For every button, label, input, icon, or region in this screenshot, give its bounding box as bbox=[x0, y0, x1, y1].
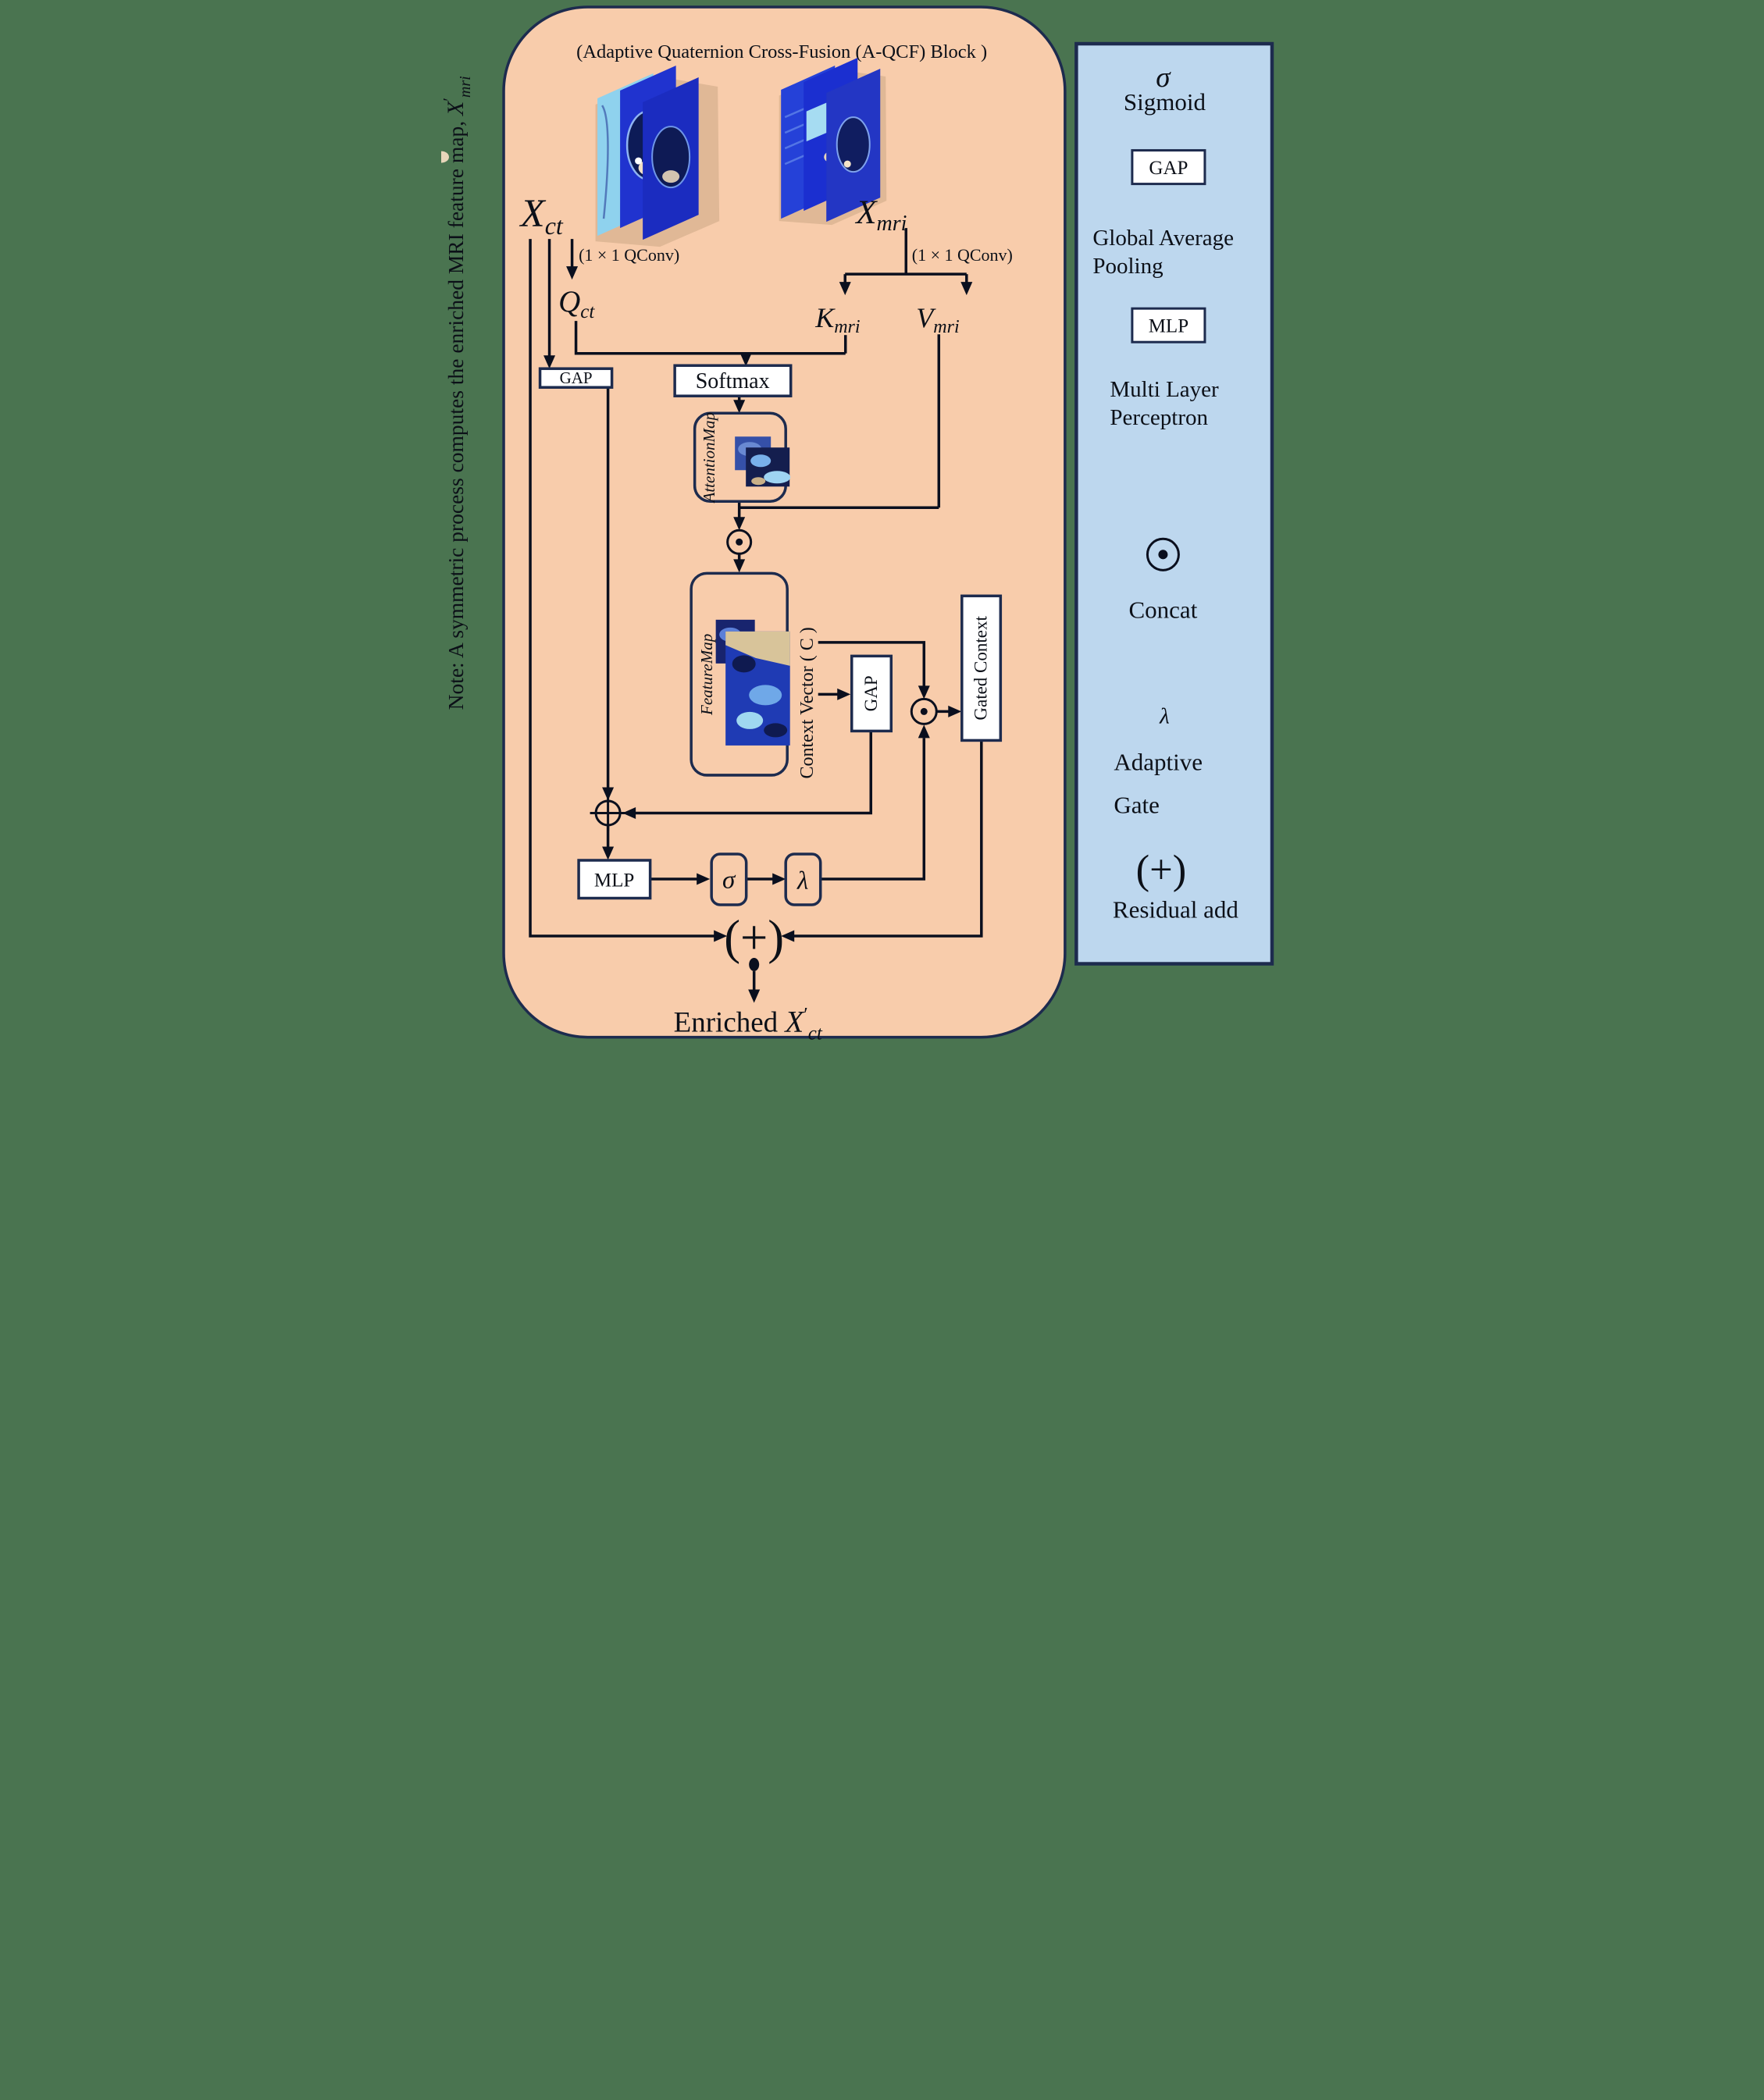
arrowhead bbox=[732, 400, 745, 414]
gap-context-box bbox=[850, 654, 893, 733]
legend-mlp-label-line1: Multi Layer bbox=[1110, 377, 1219, 402]
arrowhead bbox=[565, 266, 578, 280]
q-label: Qct bbox=[558, 285, 595, 322]
arrowhead bbox=[543, 355, 555, 369]
legend-mlp-label-line2: Perceptron bbox=[1110, 405, 1208, 430]
legend-lambda-label-line2: Gate bbox=[1114, 791, 1160, 818]
legend-concat-icon bbox=[1146, 537, 1180, 571]
arrowhead bbox=[739, 353, 752, 367]
softmax-label: Softmax bbox=[695, 369, 769, 393]
edge-gated-to-residual bbox=[786, 740, 983, 938]
qconv-mri-label: (1 × 1 QConv) bbox=[911, 245, 1012, 265]
ct-feature-stack bbox=[595, 66, 719, 247]
legend-lambda-glyph: λ bbox=[1159, 703, 1170, 728]
arrowhead bbox=[772, 873, 786, 885]
k-label: Kmri bbox=[814, 302, 860, 337]
legend-gap-label-line1: Global Average bbox=[1092, 226, 1234, 251]
legend-mlp-glyph: MLP bbox=[1148, 316, 1188, 337]
edge-context-to-concat2 bbox=[818, 641, 925, 694]
legend-gap-label-line2: Pooling bbox=[1092, 254, 1163, 279]
figure-container: Note: A symmetric process computes the e… bbox=[440, 0, 1324, 1051]
residual-add-symbol: (+) bbox=[724, 910, 784, 965]
arrowhead bbox=[732, 517, 745, 531]
mri-feature-stack bbox=[440, 58, 886, 226]
edge-lambda-to-concat2 bbox=[820, 738, 925, 881]
attention-map-label: AttentionMap bbox=[700, 412, 718, 504]
sigma-label: σ bbox=[722, 867, 736, 895]
arrowhead bbox=[839, 282, 851, 296]
legend-mlp-box bbox=[1130, 307, 1206, 343]
arrowhead bbox=[713, 930, 727, 942]
lambda-label: λ bbox=[796, 867, 808, 895]
arrowhead bbox=[947, 705, 961, 717]
legend-panel bbox=[1074, 41, 1274, 966]
legend-gap-box bbox=[1130, 149, 1206, 186]
arrowhead bbox=[601, 846, 614, 860]
junction-dot bbox=[748, 958, 759, 972]
arrowhead bbox=[732, 559, 745, 573]
gap-ct-box bbox=[538, 367, 613, 389]
edge-xct-residual bbox=[528, 239, 721, 938]
arrowhead bbox=[747, 989, 760, 1003]
xct-label: Xct bbox=[519, 192, 563, 240]
legend-gap-glyph: GAP bbox=[1149, 158, 1188, 179]
arrowhead bbox=[918, 685, 930, 699]
enriched-output-label: Enriched X′ct bbox=[673, 1005, 822, 1045]
block-title: (Adaptive Quaternion Cross-Fusion (A-QCF… bbox=[576, 41, 987, 62]
context-vector-label: Context Vector ( C ) bbox=[797, 627, 818, 778]
arrowhead bbox=[780, 930, 794, 942]
lambda-box bbox=[783, 852, 821, 906]
concat-icon bbox=[725, 529, 752, 555]
plus-circle-icon bbox=[590, 795, 626, 831]
v-label: Vmri bbox=[916, 302, 959, 337]
legend-sigma-glyph: σ bbox=[1156, 62, 1171, 94]
connector-lines bbox=[528, 228, 983, 1003]
arrowhead bbox=[836, 688, 850, 700]
legend-residual-label: Residual add bbox=[1112, 896, 1238, 924]
legend-lambda-label-line1: Adaptive bbox=[1114, 748, 1203, 775]
arrowhead bbox=[622, 806, 636, 819]
gap-context-label: GAP bbox=[861, 675, 881, 711]
edge-gap2-to-pluscircle bbox=[628, 731, 872, 815]
arrowhead bbox=[696, 873, 710, 885]
sigma-box bbox=[709, 852, 747, 906]
legend-concat-label: Concat bbox=[1128, 596, 1197, 623]
arrowhead bbox=[918, 724, 930, 739]
gated-context-box bbox=[960, 594, 1002, 742]
legend-sigma-label: Sigmoid bbox=[1123, 88, 1206, 116]
edge-q-out bbox=[574, 321, 846, 355]
arrowhead bbox=[960, 282, 972, 296]
mlp-box bbox=[576, 859, 651, 900]
softmax-box bbox=[672, 364, 792, 397]
arrowhead bbox=[601, 787, 614, 801]
attention-map-image bbox=[734, 436, 790, 487]
feature-map-image bbox=[715, 619, 790, 746]
legend-residual-glyph: (+) bbox=[1135, 847, 1186, 892]
gated-context-label: Gated Context bbox=[970, 616, 990, 721]
mlp-label: MLP bbox=[593, 870, 633, 892]
gap-ct-label: GAP bbox=[559, 368, 592, 387]
left-caption: Note: A symmetric process computes the e… bbox=[441, 76, 474, 710]
xmri-label: Xmri bbox=[854, 194, 907, 236]
qconv-ct-label: (1 × 1 QConv) bbox=[579, 245, 679, 265]
feature-map-label: FeatureMap bbox=[697, 634, 716, 716]
concat-icon bbox=[910, 697, 938, 725]
